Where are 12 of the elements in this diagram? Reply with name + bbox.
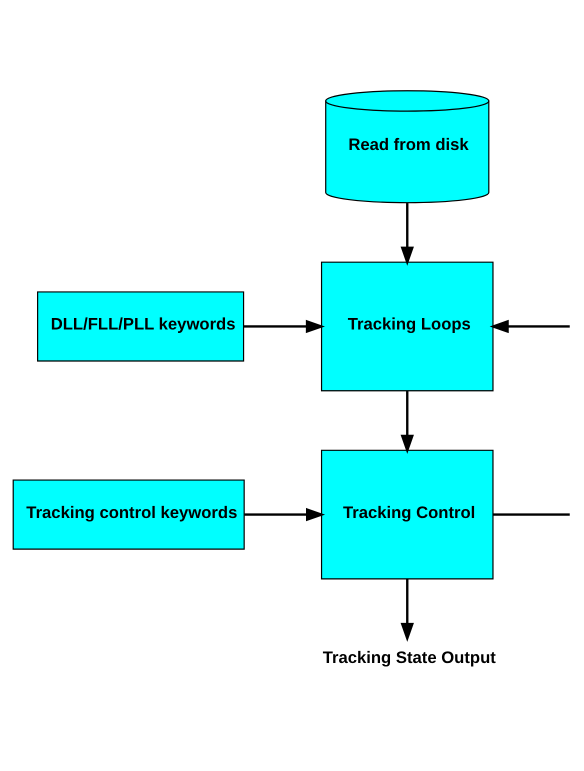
node-box: Tracking Control [320,449,494,579]
arrow [244,319,325,333]
arrow [490,319,570,333]
connector [493,512,570,516]
arrow [400,202,414,266]
node-box: Tracking Loops [320,261,494,391]
node-text: Tracking State Output [322,648,496,667]
node-box: Tracking control keywords [12,478,245,550]
arrow [400,578,414,642]
node-box: DLL/FLL/PLL keywords [37,290,244,362]
arrow [244,507,326,521]
arrow [400,390,414,454]
